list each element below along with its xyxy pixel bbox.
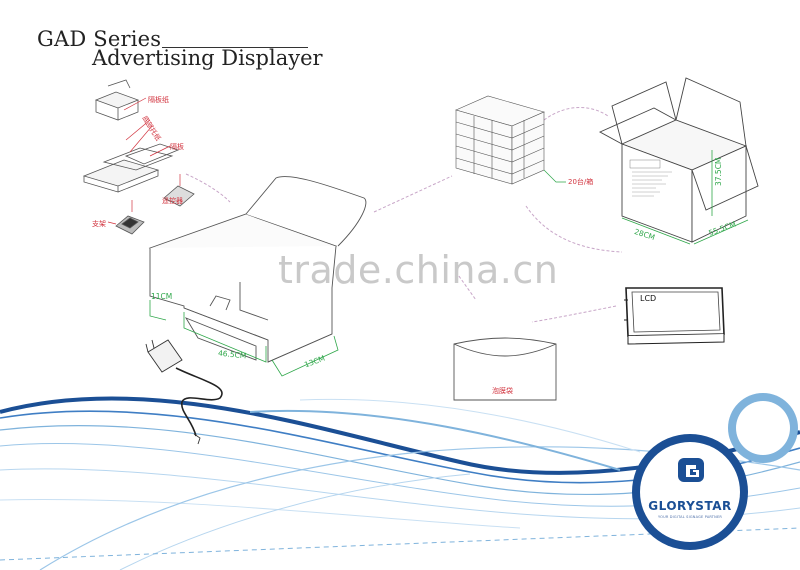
foam-bag	[453, 337, 557, 401]
label-bracket: 支架	[92, 220, 106, 228]
flow-arrows	[185, 106, 623, 323]
lcd-label: LCD	[640, 294, 657, 303]
carton-height-label: 37.5CM	[714, 157, 723, 186]
accessory-parts	[82, 79, 195, 235]
brand-name: GLORYSTAR	[648, 499, 732, 513]
carton-dimension-lines	[621, 150, 749, 245]
foam-bag-label: 泡膜袋	[492, 387, 513, 395]
label-carton-liner: 隔板纸	[148, 96, 169, 104]
label-board: 隔板	[170, 143, 184, 151]
red-callout-lines	[107, 97, 181, 225]
lcd-monitor	[624, 287, 725, 345]
series-title: GAD Series	[37, 27, 162, 51]
open-display-box	[148, 176, 367, 363]
product-title: Advertising Displayer	[92, 46, 323, 70]
title-underline	[162, 47, 308, 48]
label-remote: 遥控器	[162, 197, 183, 205]
stacked-boxes	[455, 95, 545, 185]
brand-tagline: YOUR DIGITAL SIGNAGE PARTNER	[657, 515, 722, 519]
label-units-per-carton: 20台/箱	[568, 178, 594, 186]
master-carton	[598, 77, 759, 243]
power-adapter	[145, 339, 223, 445]
box-dimension-lines	[149, 300, 339, 377]
box-height-label: 11CM	[151, 292, 173, 301]
watermark-text: trade.china.cn	[278, 248, 559, 292]
glorystar-logo	[632, 393, 798, 550]
